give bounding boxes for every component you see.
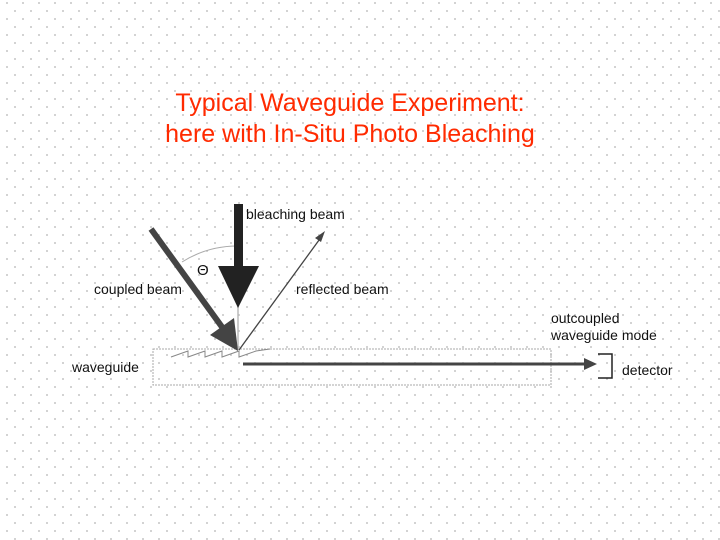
detector-bracket bbox=[598, 353, 613, 379]
coupled-beam-label: coupled beam bbox=[94, 281, 182, 297]
bleaching-beam-label: bleaching beam bbox=[246, 206, 345, 222]
outcoupled-label-line-2: waveguide mode bbox=[551, 327, 657, 343]
coupled-beam-arrow bbox=[148, 227, 238, 351]
outcoupled-label-line-1: outcoupled bbox=[551, 310, 620, 326]
bleaching-beam-arrow bbox=[218, 204, 259, 308]
theta-label: Θ bbox=[197, 262, 209, 279]
angle-arc bbox=[181, 245, 239, 263]
grating bbox=[170, 348, 271, 358]
title-line-2: here with In-Situ Photo Bleaching bbox=[165, 120, 535, 148]
detector-label: detector bbox=[622, 362, 673, 378]
waveguide-label: waveguide bbox=[72, 359, 139, 375]
title-line-1: Typical Waveguide Experiment: bbox=[175, 89, 525, 117]
slide-title: Typical Waveguide Experiment: here with … bbox=[0, 88, 700, 150]
reflected-beam-label: reflected beam bbox=[296, 281, 389, 297]
reflected-beam-arrow bbox=[238, 231, 325, 351]
outcoupled-mode-arrow bbox=[243, 358, 597, 370]
waveguide-slab bbox=[152, 348, 552, 386]
